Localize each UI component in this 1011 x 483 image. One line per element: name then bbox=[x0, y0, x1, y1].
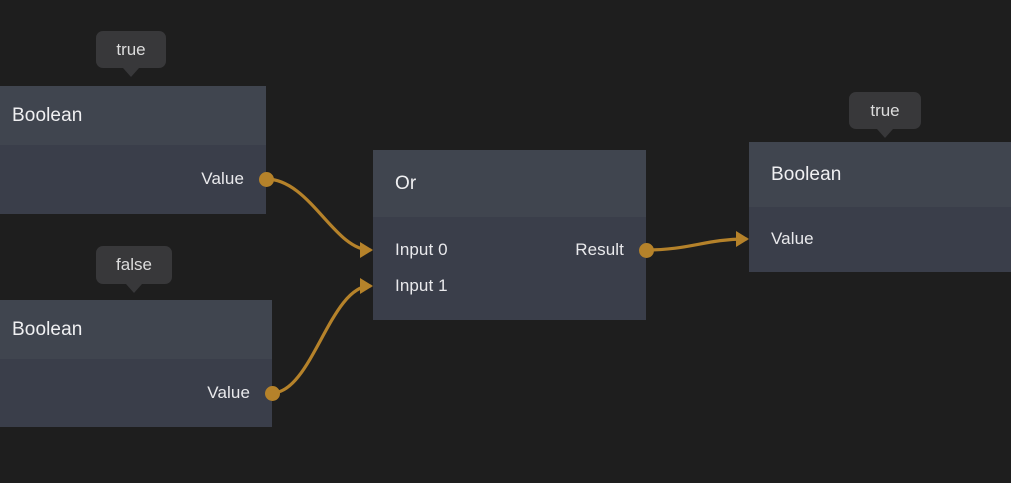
node-header[interactable]: Or bbox=[373, 150, 646, 217]
node-output-row[interactable]: Value bbox=[201, 167, 244, 191]
node-title: Boolean bbox=[12, 104, 83, 126]
tooltip-text: true bbox=[870, 100, 900, 120]
input-port-arrow[interactable] bbox=[736, 231, 749, 247]
tooltip-arrow-icon bbox=[126, 284, 142, 293]
port-label: Input 1 bbox=[395, 276, 448, 295]
output-port-dot[interactable] bbox=[638, 242, 654, 258]
tooltip-boolean-a: true bbox=[96, 31, 166, 77]
node-body: Value bbox=[749, 207, 1011, 272]
input-port-arrow[interactable] bbox=[360, 278, 373, 294]
node-title: Boolean bbox=[771, 163, 842, 185]
graph-edge[interactable] bbox=[270, 284, 372, 395]
node-header[interactable]: Boolean bbox=[0, 300, 272, 359]
node-output-row[interactable]: Result bbox=[575, 238, 624, 262]
graph-edge[interactable] bbox=[264, 177, 372, 252]
tooltip-arrow-icon bbox=[123, 68, 139, 77]
port-label: Value bbox=[201, 169, 244, 188]
port-label: Result bbox=[575, 240, 624, 259]
tooltip-text: false bbox=[116, 255, 152, 274]
node-body: Value bbox=[0, 359, 272, 427]
tooltip-boolean-b: false bbox=[96, 246, 172, 293]
node-body: Value bbox=[0, 145, 266, 214]
node-input-row[interactable]: Value bbox=[771, 227, 814, 251]
tooltip-arrow-icon bbox=[877, 129, 893, 138]
port-label: Input 0 bbox=[395, 240, 448, 259]
port-label: Value bbox=[207, 383, 250, 402]
node-input-row[interactable]: Input 1 bbox=[395, 274, 448, 298]
node-body: Input 0 Input 1 Result bbox=[373, 217, 646, 320]
graph-edge[interactable] bbox=[644, 237, 748, 252]
node-title: Boolean bbox=[12, 318, 83, 340]
tooltip-text: true bbox=[116, 39, 146, 59]
port-label: Value bbox=[771, 229, 814, 248]
output-port-dot[interactable] bbox=[258, 171, 274, 187]
tooltip-boolean-c: true bbox=[849, 92, 921, 138]
node-header[interactable]: Boolean bbox=[0, 86, 266, 145]
node-header[interactable]: Boolean bbox=[749, 142, 1011, 207]
node-title: Or bbox=[395, 172, 417, 194]
node-input-row[interactable]: Input 0 bbox=[395, 238, 448, 262]
input-port-arrow[interactable] bbox=[360, 242, 373, 258]
node-output-row[interactable]: Value bbox=[207, 381, 250, 405]
output-port-dot[interactable] bbox=[264, 385, 280, 401]
